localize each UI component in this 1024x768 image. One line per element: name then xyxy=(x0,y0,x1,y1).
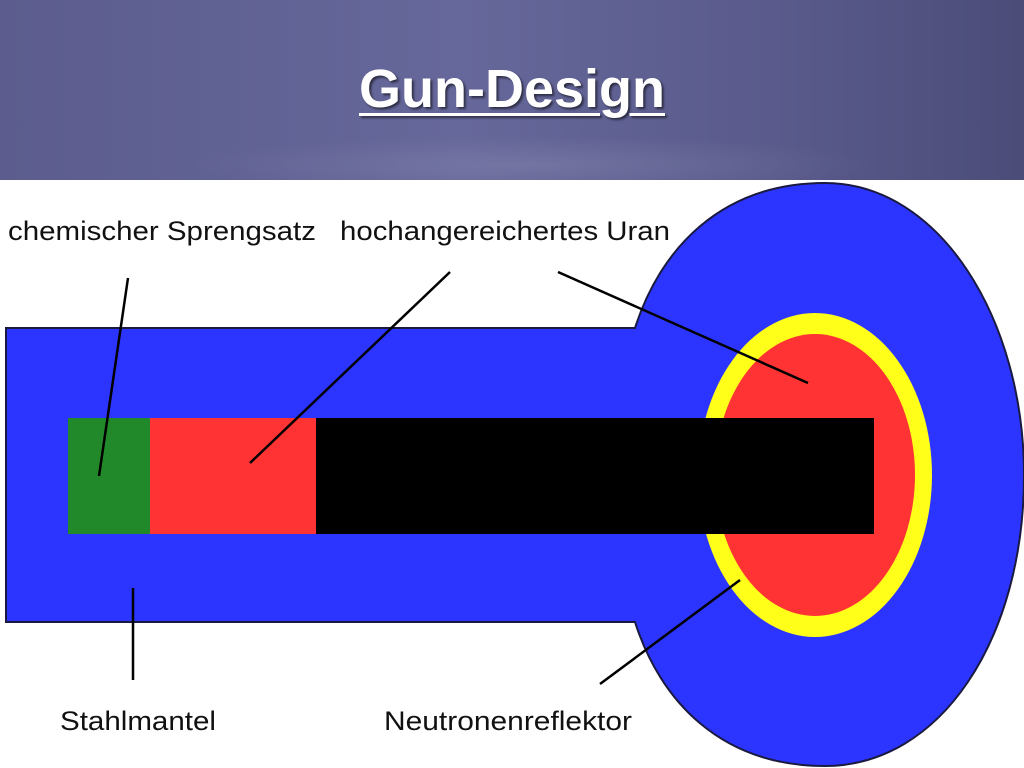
leader-line-explosive xyxy=(97,277,130,477)
label-casing: Stahlmantel xyxy=(60,706,216,736)
leader-line-projectile xyxy=(249,271,451,464)
explosive-charge xyxy=(68,418,150,534)
gun-design-diagram: chemischer Sprengsatz hochangereichertes… xyxy=(5,181,1024,768)
slide-header: Gun-Design xyxy=(0,0,1024,180)
label-uranium: hochangereichertes Uran xyxy=(340,216,670,246)
leader-line-reflector xyxy=(599,578,741,686)
label-explosive: chemischer Sprengsatz xyxy=(8,216,316,246)
slide-title: Gun-Design xyxy=(359,59,665,119)
leader-line-target xyxy=(557,270,809,385)
label-reflector: Neutronenreflektor xyxy=(384,706,632,736)
uranium-projectile xyxy=(150,418,316,534)
gun-barrel xyxy=(316,418,874,534)
